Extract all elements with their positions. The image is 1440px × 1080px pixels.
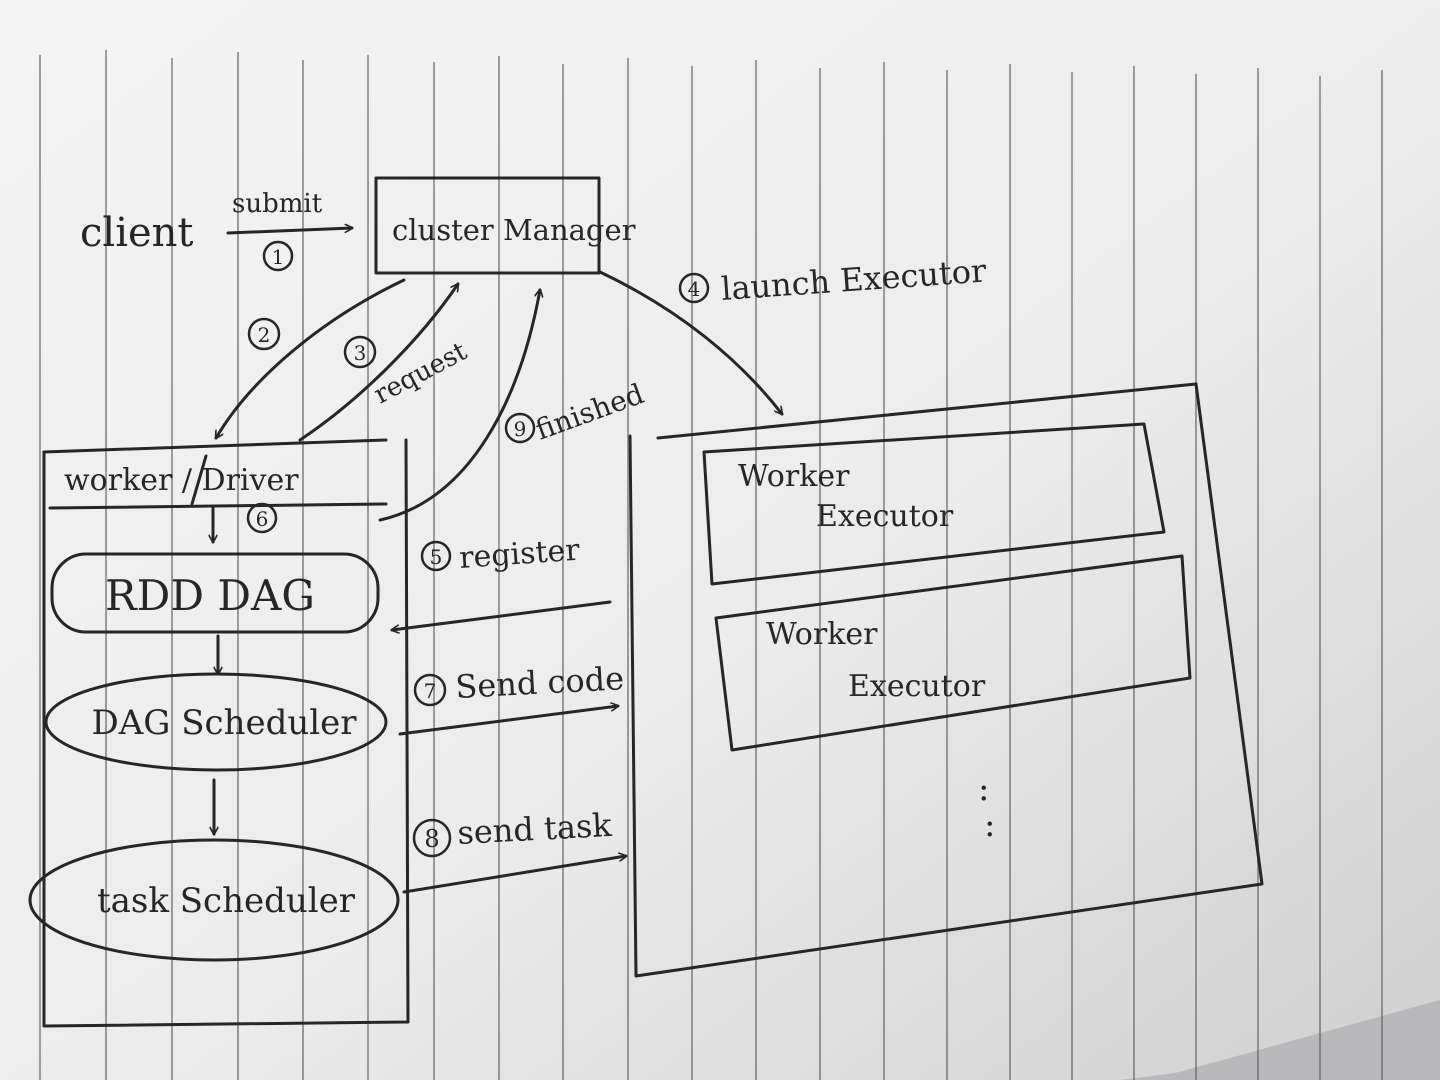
more-executors-ellipsis: :	[978, 769, 989, 809]
step-3-arrow	[298, 284, 460, 442]
cluster-manager-box: cluster Manager	[374, 176, 636, 275]
step-4-marker: 4	[678, 272, 710, 304]
notebook-rules	[39, 50, 1383, 1080]
svg-text:2: 2	[258, 323, 271, 347]
submit-label: submit	[232, 189, 323, 219]
executor-node-2: Worker Executor	[714, 554, 1192, 752]
svg-text:4: 4	[688, 277, 701, 301]
finished-arrow	[378, 290, 540, 522]
driver-container: worker / Driver	[42, 438, 410, 1028]
more-executors-ellipsis-2: :	[984, 805, 995, 845]
send-code-label: Send code	[454, 659, 624, 706]
step-9-marker: 9	[504, 412, 536, 444]
executor-node-1: Worker Executor	[702, 422, 1166, 586]
register-arrow	[392, 600, 612, 630]
executor-1-worker-label: Worker	[738, 459, 850, 494]
svg-text:3: 3	[354, 341, 367, 365]
shadow-wedge	[1150, 1000, 1440, 1080]
step-2-arrow	[214, 278, 406, 438]
step-5-marker: 5	[420, 540, 452, 572]
task-scheduler-label: task Scheduler	[97, 881, 356, 921]
register-label: register	[458, 533, 581, 576]
svg-text:9: 9	[514, 417, 527, 441]
executor-2-executor-label: Executor	[848, 669, 986, 704]
step-8-marker: 8	[412, 818, 452, 858]
step-2-marker: 2	[247, 317, 281, 351]
driver-header-label: worker / Driver	[64, 463, 299, 498]
step-6-marker: 6	[246, 502, 278, 534]
svg-text:8: 8	[424, 825, 439, 853]
executor-1-executor-label: Executor	[816, 499, 954, 534]
send-code-arrow	[398, 706, 618, 736]
submit-arrow	[226, 228, 352, 235]
rdd-dag-label: RDD DAG	[105, 571, 315, 620]
svg-text:7: 7	[424, 679, 437, 703]
svg-text:6: 6	[256, 507, 269, 531]
dag-scheduler-label: DAG Scheduler	[91, 703, 357, 743]
svg-text:1: 1	[272, 245, 285, 269]
launch-executor-arrow	[598, 270, 782, 414]
step-7-marker: 7	[413, 673, 447, 707]
dag-scheduler-node: DAG Scheduler	[44, 672, 388, 772]
client-label: client	[80, 210, 194, 256]
rdd-dag-node: RDD DAG	[50, 552, 380, 634]
svg-text:5: 5	[430, 545, 443, 569]
send-task-arrow	[402, 856, 626, 894]
send-task-label: send task	[456, 806, 613, 852]
task-scheduler-node: task Scheduler	[28, 838, 400, 962]
executor-2-worker-label: Worker	[766, 617, 878, 652]
step-1-marker: 1	[262, 240, 294, 272]
executor-cluster	[628, 382, 1264, 978]
cluster-manager-label: cluster Manager	[392, 213, 636, 247]
step-3-marker: 3	[343, 335, 377, 369]
